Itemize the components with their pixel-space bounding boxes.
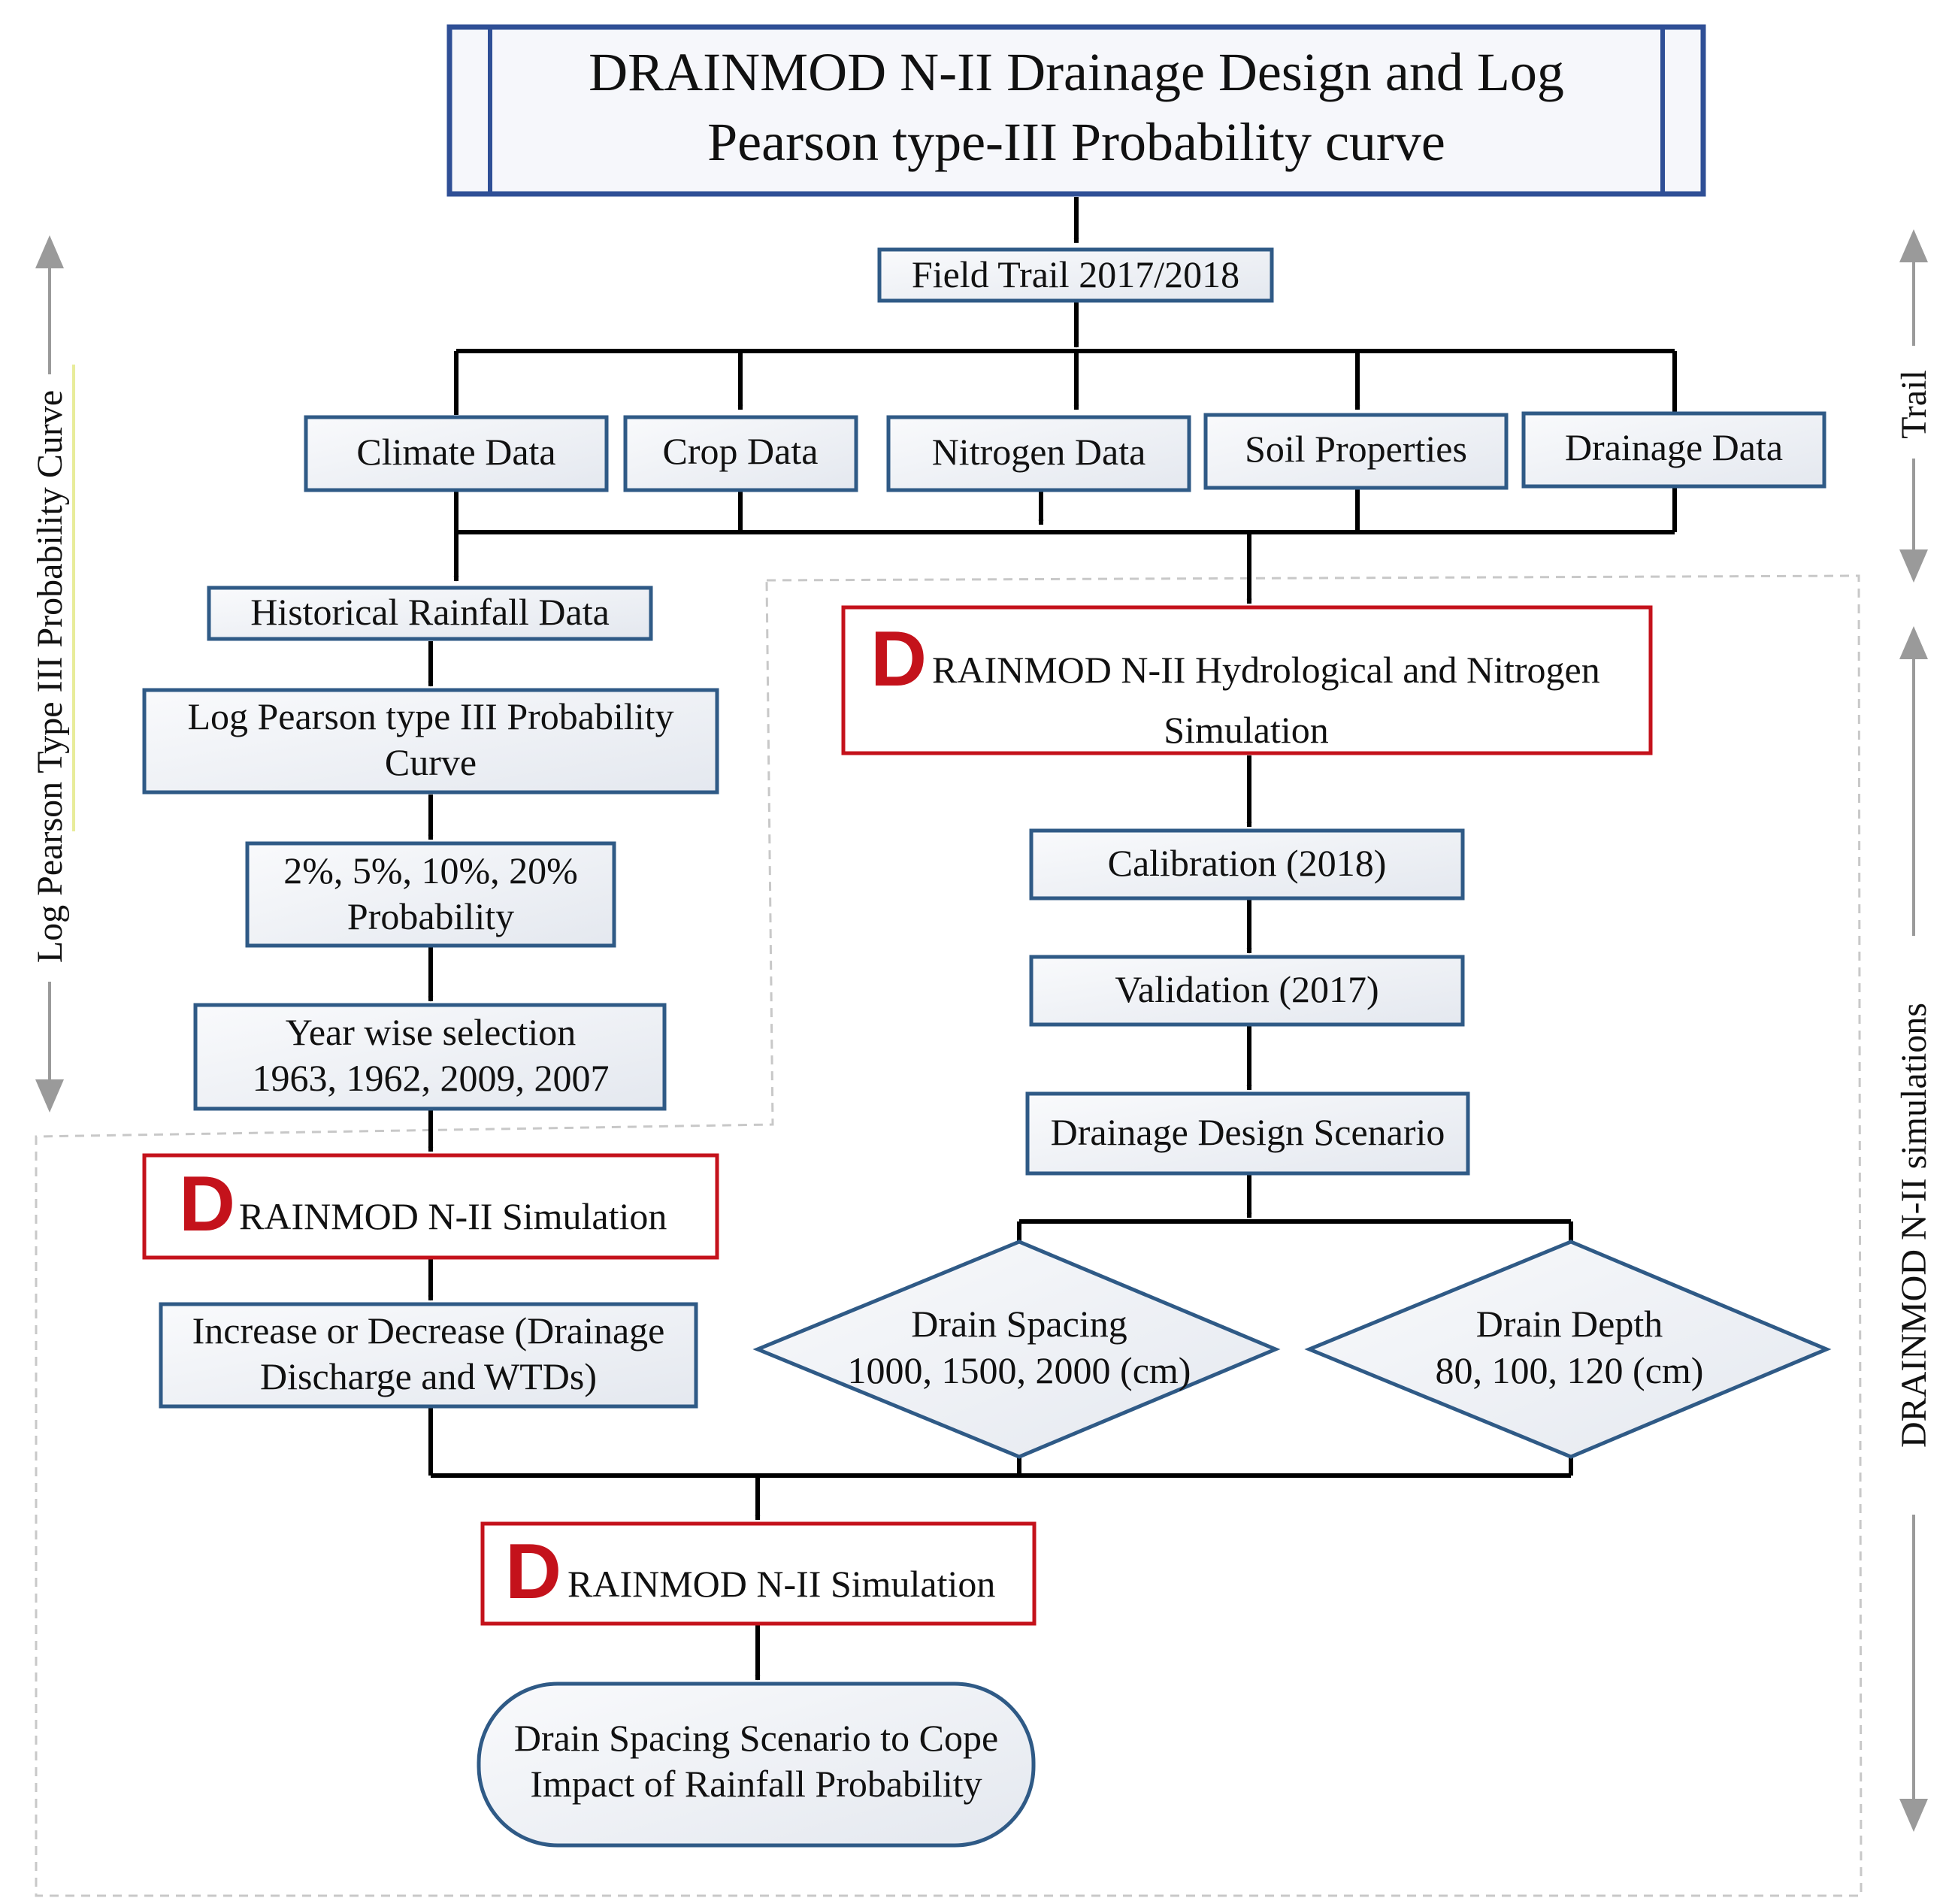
drainmod-hydro-label-line-2: Simulation <box>1164 709 1328 751</box>
drain-depth-title: Drain Depth <box>1476 1303 1663 1345</box>
drain-spacing-diamond: Drain Spacing 1000, 1500, 2000 (cm) <box>752 1240 1281 1459</box>
historical-rainfall-label: Historical Rainfall Data <box>250 591 610 633</box>
crop-data-label: Crop Data <box>663 430 819 472</box>
climate-data-box: Climate Data <box>304 415 609 492</box>
soil-properties-box: Soil Properties <box>1203 413 1509 490</box>
left-side-indicator: Log Pearson Type III Probability Curve <box>30 235 77 1112</box>
year-selection-box: Year wise selection 1963, 1962, 2009, 20… <box>193 1003 667 1111</box>
year-selection-label-line-2: 1963, 1962, 2009, 2007 <box>253 1057 610 1099</box>
drainmod-hydro-label-line-1: RAINMOD N-II Hydrological and Nitrogen <box>932 649 1600 691</box>
right-side-indicator: Trail DRAINMOD N-II simulations <box>1894 229 1941 1832</box>
drainage-design-scenario-label: Drainage Design Scenario <box>1051 1111 1445 1153</box>
drainmod-simulation-left-label: RAINMOD N-II Simulation <box>239 1195 667 1237</box>
drainmod-initial-left: D <box>179 1161 235 1248</box>
drainage-data-label: Drainage Data <box>1565 426 1783 468</box>
historical-rainfall-box: Historical Rainfall Data <box>207 586 653 641</box>
drain-spacing-values: 1000, 1500, 2000 (cm) <box>848 1349 1191 1391</box>
probability-label-line-1: 2%, 5%, 10%, 20% <box>283 849 578 891</box>
drainage-data-box: Drainage Data <box>1521 411 1826 489</box>
increase-decrease-label-line-1: Increase or Decrease (Drainage <box>192 1309 665 1352</box>
lp3-curve-box: Log Pearson type III Probability Curve <box>142 688 719 795</box>
drainage-design-scenario-box: Drainage Design Scenario <box>1025 1091 1470 1176</box>
lp3-curve-label-line-1: Log Pearson type III Probability <box>187 695 673 737</box>
lp3-curve-label-line-2: Curve <box>385 741 477 783</box>
field-trail-label: Field Trail 2017/2018 <box>912 253 1239 295</box>
drainmod-simulation-left-box: D RAINMOD N-II Simulation <box>142 1153 719 1260</box>
drainmod-initial-hydro: D <box>870 616 927 703</box>
nitrogen-data-label: Nitrogen Data <box>932 431 1146 473</box>
climate-data-label: Climate Data <box>356 431 555 473</box>
drainmod-simulation-bottom-label: RAINMOD N-II Simulation <box>567 1563 995 1605</box>
final-scenario-terminal: Drain Spacing Scenario to Cope Impact of… <box>477 1682 1036 1848</box>
title-line-2: Pearson type-III Probability curve <box>707 112 1445 172</box>
calibration-box: Calibration (2018) <box>1029 828 1465 901</box>
side-label-log-pearson: Log Pearson Type III Probability Curve <box>30 390 70 963</box>
increase-decrease-label-line-2: Discharge and WTDs) <box>260 1355 597 1397</box>
connectors <box>428 197 1677 1681</box>
side-label-trail: Trail <box>1894 370 1934 439</box>
validation-box: Validation (2017) <box>1029 955 1465 1027</box>
drainmod-simulation-bottom-box: D RAINMOD N-II Simulation <box>480 1521 1037 1626</box>
nitrogen-data-box: Nitrogen Data <box>886 415 1191 492</box>
year-selection-label-line-1: Year wise selection <box>286 1011 577 1053</box>
crop-data-box: Crop Data <box>623 415 858 492</box>
final-scenario-label-line-1: Drain Spacing Scenario to Cope <box>514 1717 998 1759</box>
increase-decrease-box: Increase or Decrease (Drainage Discharge… <box>159 1302 698 1409</box>
drainmod-hydro-nitrogen-box: D RAINMOD N-II Hydrological and Nitrogen… <box>841 605 1653 755</box>
drain-depth-values: 80, 100, 120 (cm) <box>1436 1349 1704 1391</box>
probability-box: 2%, 5%, 10%, 20% Probability <box>245 841 616 948</box>
title-line-1: DRAINMOD N-II Drainage Design and Log <box>589 42 1564 102</box>
final-scenario-label-line-2: Impact of Rainfall Probability <box>530 1763 982 1805</box>
calibration-label: Calibration (2018) <box>1108 842 1387 884</box>
soil-properties-label: Soil Properties <box>1245 428 1467 470</box>
drain-spacing-title: Drain Spacing <box>911 1303 1127 1345</box>
lp3-region-outline <box>35 574 1863 1897</box>
side-label-drainmod-simulations: DRAINMOD N-II simulations <box>1894 1003 1934 1448</box>
probability-label-line-2: Probability <box>347 895 514 937</box>
title-box: DRAINMOD N-II Drainage Design and Log Pe… <box>446 24 1706 197</box>
drain-depth-diamond: Drain Depth 80, 100, 120 (cm) <box>1304 1240 1832 1459</box>
drainmod-initial-bottom: D <box>505 1528 561 1615</box>
validation-label: Validation (2017) <box>1115 968 1379 1010</box>
field-trail-box: Field Trail 2017/2018 <box>877 247 1274 303</box>
